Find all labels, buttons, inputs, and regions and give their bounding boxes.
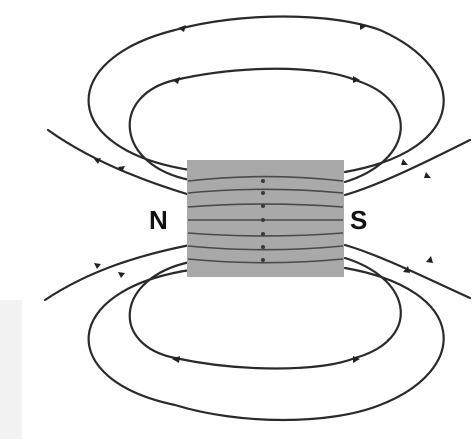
arrow-right-upper-1	[401, 159, 408, 165]
arrow-outer-top	[178, 25, 186, 32]
field-line-open-left-bottom	[45, 245, 190, 300]
arrow-right-upper-2	[424, 172, 431, 178]
field-line-outer-bottom	[89, 268, 444, 420]
arrow-inner-top-left	[172, 77, 180, 84]
arrow-right-lower-2	[426, 256, 433, 263]
field-line-open-left-top	[48, 130, 190, 195]
north-pole-label: N	[149, 205, 168, 235]
arrow-left-lower-1	[94, 263, 101, 269]
arrow-left-lower-2	[118, 272, 125, 278]
magnet-body	[187, 160, 344, 277]
field-line-outer-top	[89, 17, 444, 173]
background-panel	[0, 300, 22, 439]
south-pole-label: S	[350, 205, 367, 235]
